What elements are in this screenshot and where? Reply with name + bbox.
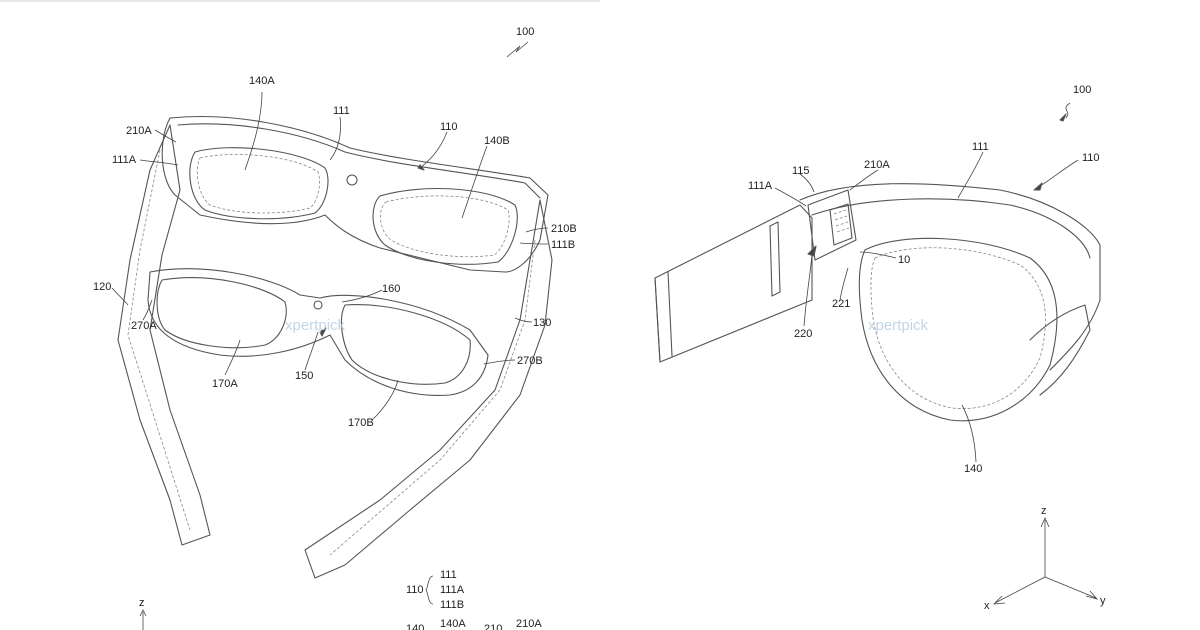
label-220: 220: [794, 328, 812, 340]
label-170B: 170B: [348, 417, 374, 429]
label-110: 110: [440, 121, 458, 133]
legend-210A: 210A: [516, 618, 542, 630]
label-111A: 111A: [112, 154, 137, 166]
label-111-right: 111: [972, 141, 989, 153]
legend-block: 110 111 111A 111B 140 140A 210 210A: [406, 569, 542, 630]
label-160: 160: [382, 283, 400, 295]
right-lens-140B: [372, 187, 518, 265]
hinge-module-220: [807, 189, 857, 261]
bridge-hole: [346, 174, 358, 186]
legend-111A: 111A: [440, 584, 465, 596]
label-140-right: 140: [964, 463, 982, 475]
label-270A: 270A: [131, 320, 157, 332]
insert-lens-170B: [340, 304, 471, 385]
label-210A-right: 210A: [864, 159, 890, 171]
right-figure: 100 111 110 210A 115 111A 10 221 220 140…: [654, 84, 1106, 612]
temple-arm: [654, 204, 813, 363]
label-111B: 111B: [551, 239, 575, 251]
axis-z-right: z: [1041, 505, 1047, 517]
label-111A-right: 111A: [748, 180, 773, 192]
legend-111: 111: [440, 569, 457, 581]
left-lens-140A: [189, 147, 329, 220]
legend-210: 210: [484, 623, 502, 630]
panel-divider: [0, 0, 600, 2]
label-210A: 210A: [126, 125, 152, 137]
label-140B: 140B: [484, 135, 510, 147]
axis-z-left: z: [139, 597, 145, 609]
watermark-right: xpertpick: [868, 317, 929, 334]
legend-111B: 111B: [440, 599, 464, 611]
insert-frame-160: [147, 268, 489, 396]
insert-hole: [313, 300, 323, 310]
left-temple-120: [117, 124, 211, 546]
label-210B: 210B: [551, 223, 577, 235]
axis-y-right: y: [1100, 595, 1106, 607]
label-100-right: 100: [1073, 84, 1091, 96]
label-10: 10: [898, 254, 910, 266]
axis-x-right: x: [984, 600, 990, 612]
left-frame-outline: [161, 116, 549, 273]
frame-rim-111: [799, 183, 1101, 371]
axis-triad: z x y: [984, 505, 1106, 612]
right-temple-130: [304, 199, 553, 579]
watermark-left: xpertpick: [285, 317, 346, 334]
left-figure: 100 140A 111 110 210A 140B 111A 210B 111…: [93, 26, 577, 630]
legend-140: 140: [406, 623, 424, 630]
label-115: 115: [792, 165, 810, 177]
label-150: 150: [295, 370, 313, 382]
insert-lens-170A: [156, 277, 287, 349]
label-170A: 170A: [212, 378, 238, 390]
lens-140: [858, 237, 1058, 422]
label-130: 130: [533, 317, 551, 329]
label-270B: 270B: [517, 355, 543, 367]
legend-110: 110: [406, 584, 424, 596]
label-221: 221: [832, 298, 850, 310]
label-120: 120: [93, 281, 111, 293]
legend-140A: 140A: [440, 618, 466, 630]
label-110-right: 110: [1082, 152, 1100, 164]
label-100-left: 100: [516, 26, 534, 38]
label-140A: 140A: [249, 75, 275, 87]
label-111: 111: [333, 105, 350, 117]
